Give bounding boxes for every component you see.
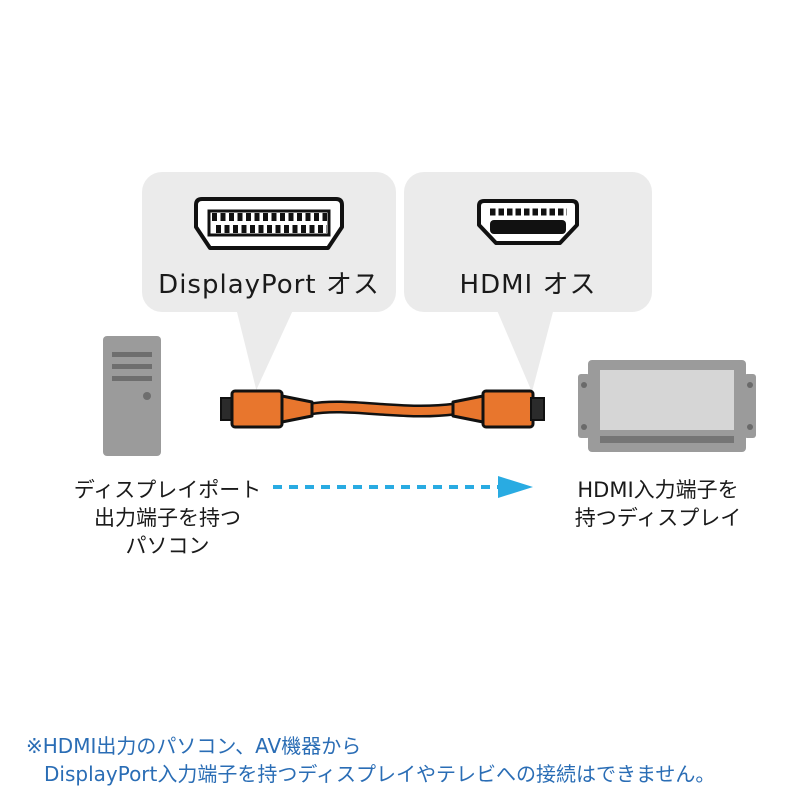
display-bezel [588,360,746,452]
screw-hole-dot [747,382,753,388]
cable-displayport-end [220,389,314,429]
caption-line: 持つディスプレイ [574,506,742,530]
caption-line: ディスプレイポート [73,478,262,502]
displayport-plug-label: DisplayPort オス [158,270,380,300]
callout-tail-displayport [236,308,294,390]
note-line: ※HDMI出力のパソコン、AV機器から [26,734,362,758]
pc-slot [112,352,152,357]
display-mount-tab-left [578,374,590,438]
compatibility-note: ※HDMI出力のパソコン、AV機器から DisplayPort入力端子を持つディ… [26,732,788,788]
note-line: DisplayPort入力端子を持つディスプレイやテレビへの接続はできません。 [44,762,716,786]
caption-line: 出力端子を持つ [94,506,241,530]
callout-hdmi: HDMI オス [404,172,652,312]
callout-displayport: DisplayPort オス [142,172,396,312]
pc-slot [112,364,152,369]
caption-line: HDMI入力端子を [577,478,739,502]
hdmi-plug-label: HDMI オス [459,270,597,300]
pc-tower-illustration [103,336,161,456]
pc-power-button-dot [143,392,151,400]
screw-hole-dot [581,424,587,430]
display-bottom-strip [600,436,734,443]
caption-line: パソコン [125,534,210,558]
displayport-plug-icon [194,196,344,252]
source-device-caption: ディスプレイポート 出力端子を持つ パソコン [50,476,285,560]
cable-hdmi-end [451,389,545,429]
pc-slot [112,376,152,381]
hdmi-plug-icon [476,196,580,252]
display-mount-tab-right [744,374,756,438]
flow-arrow-icon [273,476,533,498]
screw-hole-dot [747,424,753,430]
dp-to-hdmi-cable-illustration [220,389,545,429]
screw-hole-dot [581,382,587,388]
display-illustration [578,360,756,456]
target-device-caption: HDMI入力端子を 持つディスプレイ [552,476,764,532]
display-screen [600,370,734,430]
